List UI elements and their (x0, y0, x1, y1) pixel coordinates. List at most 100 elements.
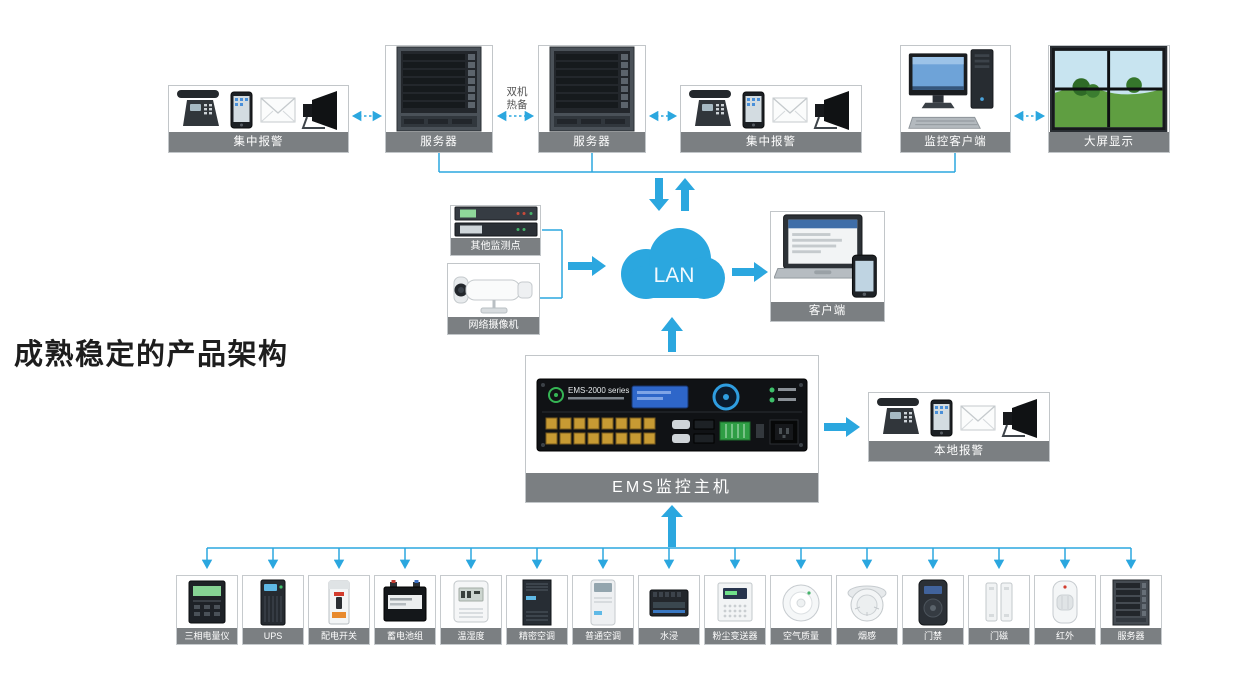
device-water-leak-sensor: 水浸 (638, 575, 700, 645)
bracket-lines (540, 229, 563, 299)
ems-rack-image: EMS-2000 series (526, 356, 818, 473)
alarm-set-icon (877, 398, 1037, 438)
dust-transmitter-icon (717, 582, 753, 622)
access-control-icon (918, 579, 948, 626)
node-label: 大屏显示 (1049, 132, 1169, 152)
device-ups: UPS (242, 575, 304, 645)
device-label: 普通空调 (573, 628, 633, 644)
device-access-control: 门禁 (902, 575, 964, 645)
node-label: 客户端 (771, 302, 884, 321)
device-label: 门磁 (969, 628, 1029, 644)
arrow-bus-to-ems (661, 505, 683, 547)
device-label: 粉尘变送器 (705, 628, 765, 644)
node-label: 本地报警 (869, 441, 1049, 461)
battery-pack-icon (383, 580, 427, 622)
device-label: 蓄电池组 (375, 628, 435, 644)
node-big-screen: 大屏显示 (1048, 45, 1170, 153)
video-wall-icon (1050, 46, 1168, 132)
server-rack-icon (549, 46, 635, 132)
node-network-camera: 网络摄像机 (447, 263, 540, 335)
alarm-devices-image (681, 86, 861, 132)
server-image (386, 46, 492, 132)
device-label: UPS (243, 628, 303, 644)
node-other-monitor-points: 其他监测点 (450, 205, 541, 256)
desktop-computer-image (901, 46, 1010, 132)
device-label: 水浸 (639, 628, 699, 644)
video-wall-image (1049, 46, 1169, 132)
node-label: 集中报警 (681, 132, 861, 152)
door-magnetic-sensor-icon (985, 582, 1013, 622)
standard-air-conditioner-icon (590, 579, 616, 626)
ups-icon (260, 579, 286, 626)
device-label: 三相电量仪 (177, 628, 237, 644)
device-label: 精密空调 (507, 628, 567, 644)
device-distribution-switch: 配电开关 (308, 575, 370, 645)
server-rack-icon (396, 46, 482, 132)
device-label: 配电开关 (309, 628, 369, 644)
desktop-computer-icon (908, 49, 994, 129)
ha-link-label: 双机热备 (506, 86, 528, 111)
monitor-point-device-image (451, 206, 540, 238)
page-title: 成熟稳定的产品架构 (14, 339, 289, 371)
node-label: EMS监控主机 (526, 473, 818, 502)
node-local-alarm: 本地报警 (868, 392, 1050, 462)
arrow-ems-to-local-alarm (824, 417, 860, 437)
lan-cloud: LAN (621, 228, 725, 299)
node-label: 监控客户端 (901, 132, 1010, 152)
device-label: 服务器 (1101, 628, 1161, 644)
arrow-ems-to-lan (661, 317, 683, 352)
node-ems-host: EMS-2000 series (525, 355, 819, 503)
laptop-phone-icon (773, 214, 877, 298)
node-label: 其他监测点 (451, 238, 540, 255)
node-label: 集中报警 (169, 132, 348, 152)
alarm-devices-image (169, 86, 348, 132)
rack-device-icon (454, 206, 537, 237)
device-three-phase-power-meter: 三相电量仪 (176, 575, 238, 645)
node-label: 服务器 (386, 132, 492, 152)
device-door-magnetic-sensor: 门磁 (968, 575, 1030, 645)
device-label: 红外 (1035, 628, 1095, 644)
node-label: 服务器 (539, 132, 645, 152)
device-infrared-sensor: 红外 (1034, 575, 1096, 645)
node-label: 网络摄像机 (448, 317, 539, 334)
node-client: 客户端 (770, 211, 885, 322)
device-air-quality-sensor: 空气质量 (770, 575, 832, 645)
arrow-lan-to-bus-up (675, 178, 695, 211)
lan-label: LAN (654, 264, 695, 287)
device-dust-transmitter: 粉尘变送器 (704, 575, 766, 645)
node-central-alarm-right: 集中报警 (680, 85, 862, 153)
device-precision-air-conditioner: 精密空调 (506, 575, 568, 645)
distribution-switch-icon (328, 580, 350, 625)
arrow-bus-to-lan-down (649, 178, 669, 211)
node-monitor-client: 监控客户端 (900, 45, 1011, 153)
infrared-sensor-icon (1052, 580, 1078, 624)
device-smoke-detector: 烟感 (836, 575, 898, 645)
device-label: 门禁 (903, 628, 963, 644)
precision-air-conditioner-icon (522, 579, 552, 626)
alarm-set-icon (176, 90, 337, 130)
ems-host-icon: EMS-2000 series (536, 378, 808, 451)
node-server-top-right: 服务器 (538, 45, 646, 153)
water-leak-sensor-icon (649, 589, 689, 617)
camera-image (448, 264, 539, 317)
server-image (539, 46, 645, 132)
alarm-set-icon (689, 90, 849, 130)
smoke-detector-icon (847, 585, 887, 622)
client-devices-image (771, 212, 884, 302)
device-label: 温湿度 (441, 628, 501, 644)
arrow-lan-to-client (732, 262, 768, 282)
bottom-device-stubs (201, 548, 1137, 570)
air-quality-sensor-icon (782, 584, 820, 622)
network-camera-icon (453, 276, 532, 313)
device-server: 服务器 (1100, 575, 1162, 645)
ems-model-text: EMS-2000 series (568, 386, 629, 395)
top-bus-line (438, 153, 956, 173)
device-label: 烟感 (837, 628, 897, 644)
device-temperature-humidity: 温湿度 (440, 575, 502, 645)
temperature-humidity-icon (453, 580, 489, 623)
device-standard-air-conditioner: 普通空调 (572, 575, 634, 645)
arrow-bracket-to-lan (568, 256, 606, 276)
device-battery-pack: 蓄电池组 (374, 575, 436, 645)
node-server-top-left: 服务器 (385, 45, 493, 153)
